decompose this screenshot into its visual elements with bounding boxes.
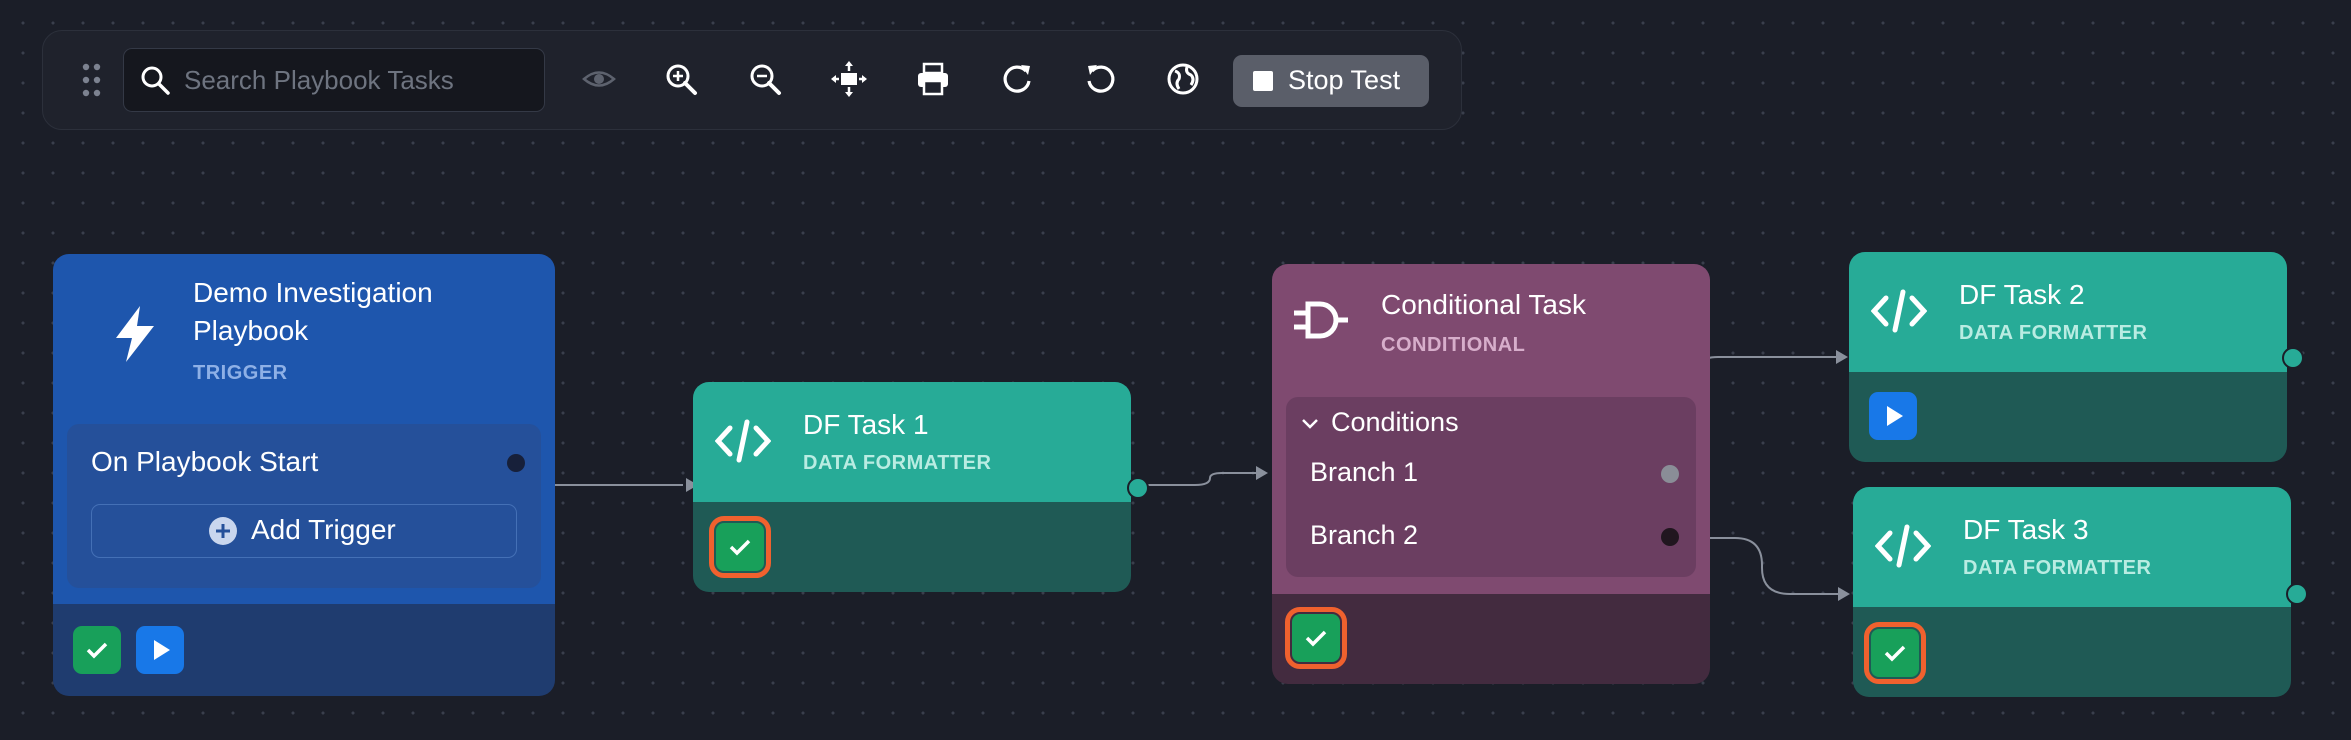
df3-footer xyxy=(1853,607,2291,697)
branch-1-label: Branch 1 xyxy=(1310,457,1419,487)
stop-square-icon xyxy=(1253,71,1273,91)
stop-test-button[interactable]: Stop Test xyxy=(1233,55,1429,107)
df2-title: DF Task 2 xyxy=(1959,279,2085,310)
df1-type: DATA FORMATTER xyxy=(803,452,992,474)
edge-df1-to-conditional xyxy=(1146,472,1258,486)
arrowhead xyxy=(1256,466,1268,480)
trigger-event-port[interactable] xyxy=(507,454,525,472)
conditional-task-node[interactable]: Conditional Task CONDITIONAL Conditions … xyxy=(1272,264,1710,684)
df1-output-port[interactable] xyxy=(1127,477,1149,499)
trigger-type: TRIGGER xyxy=(193,362,288,384)
trigger-node[interactable]: Demo Investigation Playbook TRIGGER On P… xyxy=(53,254,555,696)
conditions-label[interactable]: Conditions xyxy=(1331,407,1459,437)
success-check-badge[interactable] xyxy=(1285,607,1347,669)
branch-1-port[interactable] xyxy=(1661,465,1679,483)
conditional-type: CONDITIONAL xyxy=(1381,334,1526,356)
add-trigger-button[interactable]: Add Trigger xyxy=(91,504,517,558)
logic-gate-icon xyxy=(1292,298,1352,347)
trigger-event-panel: On Playbook Start Add Trigger xyxy=(67,424,541,588)
branch-2-port[interactable] xyxy=(1661,528,1679,546)
branch-2-label: Branch 2 xyxy=(1310,520,1419,550)
undo-icon[interactable] xyxy=(1083,61,1119,97)
conditional-title: Conditional Task xyxy=(1381,289,1586,320)
run-play-button[interactable] xyxy=(136,626,184,674)
df2-output-port[interactable] xyxy=(2282,347,2304,369)
chevron-down-icon[interactable] xyxy=(1300,417,1320,436)
success-check-badge[interactable] xyxy=(73,626,121,674)
zoom-in-icon[interactable] xyxy=(663,61,699,97)
df2-footer xyxy=(1849,372,2287,462)
conditional-footer xyxy=(1272,594,1710,684)
arrowhead xyxy=(1838,587,1850,601)
zoom-out-icon[interactable] xyxy=(747,61,783,97)
df3-title: DF Task 3 xyxy=(1963,514,2089,545)
plus-circle-icon xyxy=(209,517,237,545)
success-check-badge[interactable] xyxy=(1864,622,1926,684)
code-icon xyxy=(1874,521,1932,576)
toolbar: Stop Test xyxy=(42,30,1462,130)
code-icon xyxy=(714,416,772,471)
df-task-1-node[interactable]: DF Task 1 DATA FORMATTER xyxy=(693,382,1131,592)
stop-test-label: Stop Test xyxy=(1288,65,1401,95)
search-box[interactable] xyxy=(123,48,545,112)
search-input[interactable] xyxy=(182,57,526,103)
success-check-badge[interactable] xyxy=(709,516,771,578)
add-trigger-label: Add Trigger xyxy=(251,514,396,545)
df2-type: DATA FORMATTER xyxy=(1959,322,2148,344)
trigger-event-label: On Playbook Start xyxy=(91,446,319,477)
df3-type: DATA FORMATTER xyxy=(1963,557,2152,579)
df1-footer xyxy=(693,502,1131,592)
df-task-3-node[interactable]: DF Task 3 DATA FORMATTER xyxy=(1853,487,2291,697)
df1-title: DF Task 1 xyxy=(803,409,929,440)
search-icon xyxy=(140,65,170,100)
df-task-2-node[interactable]: DF Task 2 DATA FORMATTER xyxy=(1849,252,2287,462)
redo-icon[interactable] xyxy=(999,61,1035,97)
trigger-footer xyxy=(53,604,555,696)
eye-icon[interactable] xyxy=(581,61,617,97)
globe-icon[interactable] xyxy=(1165,61,1201,97)
print-icon[interactable] xyxy=(915,61,951,97)
df3-output-port[interactable] xyxy=(2286,583,2308,605)
code-icon xyxy=(1870,286,1928,341)
edge-branch2-to-df3 xyxy=(1671,537,1842,595)
conditions-panel: Conditions Branch 1 Branch 2 xyxy=(1286,397,1696,577)
fit-view-icon[interactable] xyxy=(831,61,867,97)
arrowhead xyxy=(1836,350,1848,364)
arrowhead xyxy=(686,478,698,492)
run-play-button[interactable] xyxy=(1869,392,1917,440)
trigger-title-line2: Playbook xyxy=(193,315,309,346)
lightning-icon xyxy=(110,304,160,369)
trigger-title-line1: Demo Investigation xyxy=(193,277,433,308)
drag-handle-icon[interactable] xyxy=(81,62,103,98)
